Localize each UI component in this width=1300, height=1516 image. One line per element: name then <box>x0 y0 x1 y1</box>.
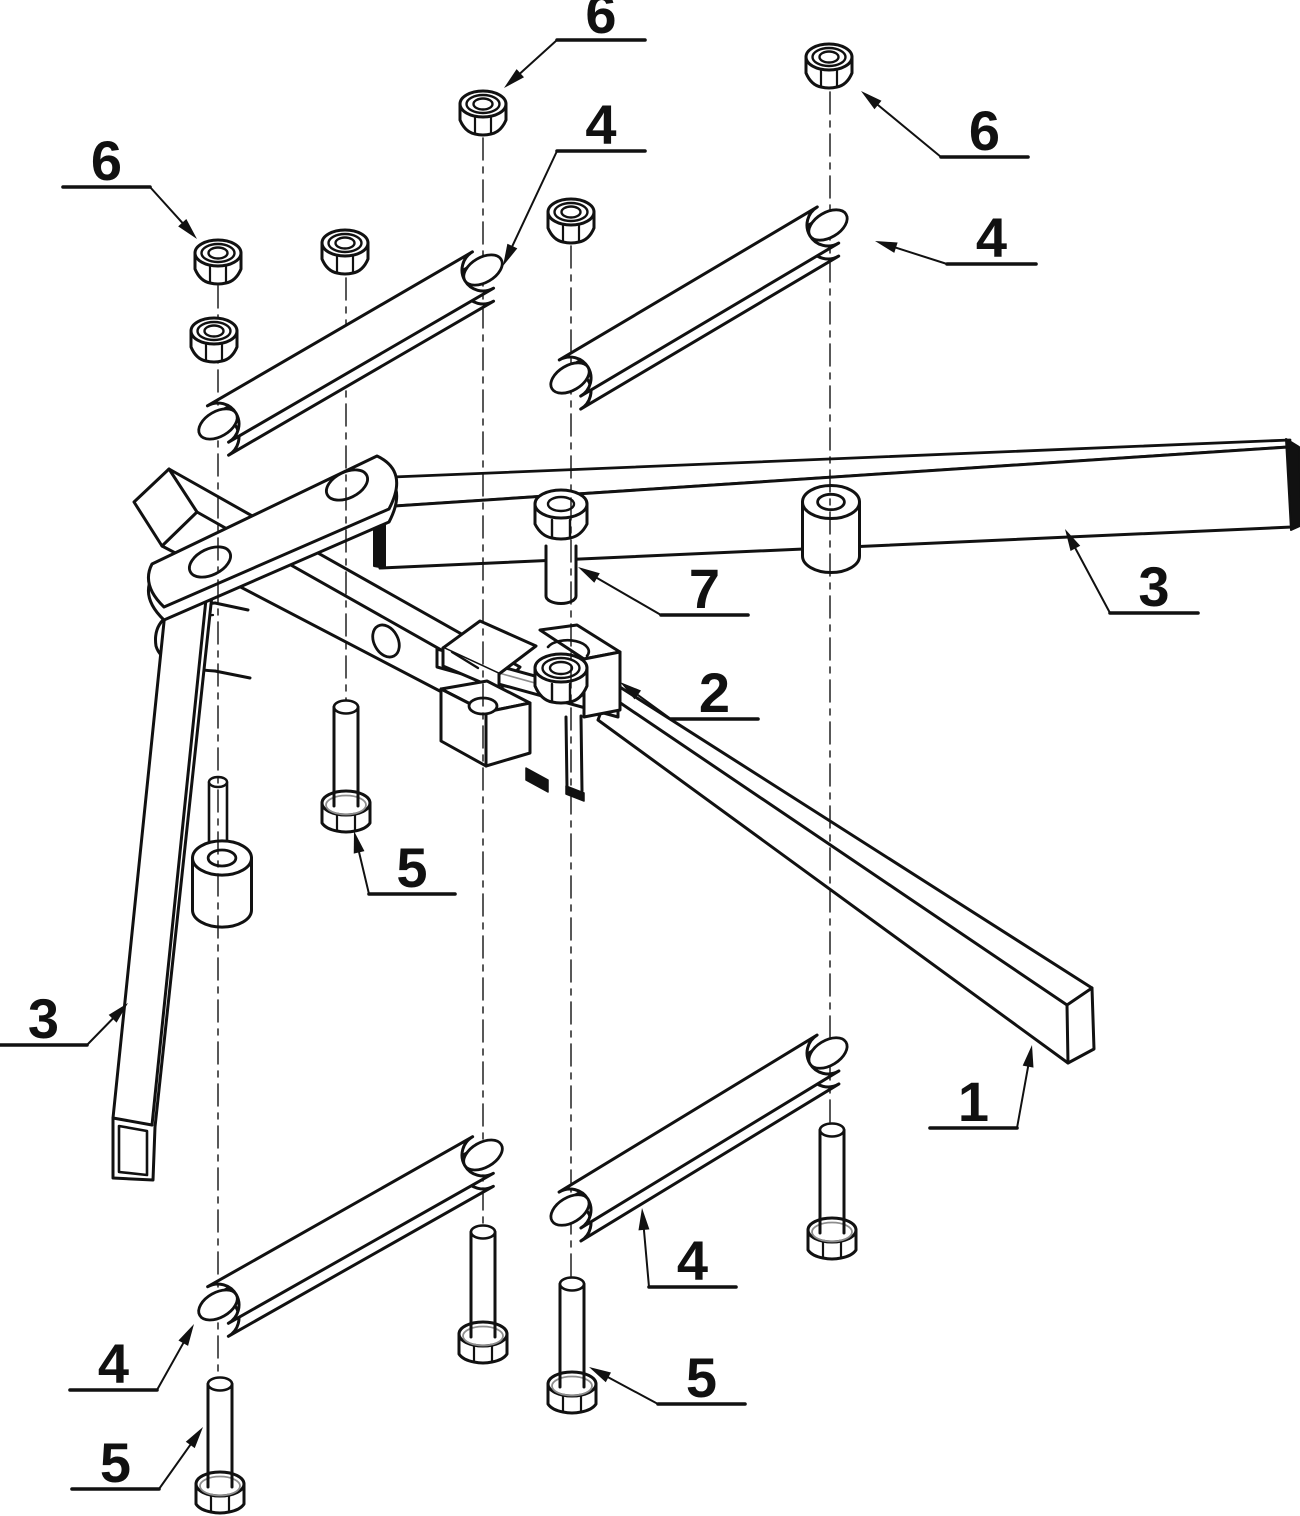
hex-bolt-5 <box>806 1122 858 1261</box>
lock-nut-6 <box>320 228 370 276</box>
callout-label-4: 4 <box>585 93 616 156</box>
callout-4: 4 <box>68 1324 194 1395</box>
callout-4: 4 <box>503 93 647 266</box>
leader-arrowhead <box>178 218 197 239</box>
leader-arrowhead <box>589 1367 611 1383</box>
callout-label-3: 3 <box>28 987 59 1050</box>
callout-6: 6 <box>504 0 647 88</box>
leader-line <box>1016 1065 1030 1129</box>
callout-5: 5 <box>70 1427 203 1494</box>
hex-bolt-5 <box>457 1224 509 1365</box>
leader-line <box>607 1376 659 1405</box>
hex-bolt-5 <box>546 1276 598 1415</box>
callout-3: 3 <box>0 987 128 1050</box>
leader-line <box>86 1017 114 1046</box>
callout-label-3: 3 <box>1138 555 1169 618</box>
lock-nut-6 <box>193 238 243 286</box>
leader-arrowhead <box>504 69 524 88</box>
leader-arrowhead <box>875 241 898 253</box>
leader-line <box>511 150 558 248</box>
callout-6: 6 <box>61 129 197 239</box>
callout-label-6: 6 <box>585 0 616 45</box>
lock-nut-6 <box>804 42 854 90</box>
assembled-structure-layer <box>111 438 1300 1182</box>
callouts-layer: 6 6 6 4 4 3 7 2 5 3 1 4 5 4 5 <box>0 0 1200 1494</box>
callout-label-6: 6 <box>969 99 1000 162</box>
hex-bolt-5 <box>194 1376 246 1515</box>
leader-line <box>1074 547 1111 614</box>
leader-line <box>519 39 558 75</box>
flat-link-4 <box>549 1033 849 1243</box>
leader-arrowhead <box>638 1208 650 1231</box>
shoulder-pin-7 <box>533 488 589 605</box>
leader-arrowhead <box>503 243 518 266</box>
leader-line <box>642 1228 650 1288</box>
lock-nut-6 <box>189 316 239 364</box>
callout-6: 6 <box>861 91 1030 162</box>
leader-arrowhead <box>178 1324 194 1346</box>
leader-arrowhead <box>1065 529 1081 551</box>
callout-label-5: 5 <box>396 836 427 899</box>
leader-line <box>149 186 184 224</box>
callout-1: 1 <box>928 1045 1034 1133</box>
callout-label-1: 1 <box>958 1070 989 1133</box>
leader-arrowhead <box>1022 1045 1034 1068</box>
callout-5: 5 <box>353 831 457 899</box>
flat-link-4 <box>197 250 504 457</box>
lock-nut-6 <box>546 197 596 245</box>
callout-label-4: 4 <box>677 1229 708 1292</box>
leader-arrowhead <box>108 1003 128 1023</box>
exploded-parts-layer <box>189 42 858 1515</box>
callout-2: 2 <box>620 661 760 724</box>
callout-5: 5 <box>589 1346 747 1409</box>
leader-arrowhead <box>861 91 882 110</box>
leader-line <box>156 1342 185 1391</box>
leader-arrowhead <box>620 682 642 700</box>
flat-link-4 <box>549 205 849 411</box>
callout-4: 4 <box>638 1208 738 1292</box>
callout-label-6: 6 <box>91 129 122 192</box>
leader-arrowhead <box>578 567 600 583</box>
spacer-left <box>191 839 253 929</box>
flat-link-4-assembled-top <box>147 454 399 622</box>
callout-label-7: 7 <box>689 557 720 620</box>
callout-label-4: 4 <box>98 1332 129 1395</box>
callout-7: 7 <box>578 557 750 620</box>
leader-arrowhead <box>353 831 365 854</box>
lock-nut-6 <box>458 89 508 137</box>
leader-line <box>636 693 672 720</box>
callout-3: 3 <box>1065 529 1200 618</box>
leader-line <box>158 1443 192 1490</box>
leader-line <box>596 577 662 616</box>
clamp-block-2 <box>435 619 622 802</box>
callout-label-5: 5 <box>686 1346 717 1409</box>
callout-label-4: 4 <box>976 206 1007 269</box>
callout-4: 4 <box>875 206 1038 269</box>
leader-line <box>876 104 942 158</box>
centerlines-layer <box>217 91 831 1379</box>
leader-line <box>894 246 948 265</box>
leader-line <box>358 851 370 895</box>
callout-label-5: 5 <box>100 1431 131 1494</box>
flat-link-4 <box>197 1135 504 1338</box>
hex-bolt-5 <box>320 699 372 834</box>
callout-label-2: 2 <box>699 661 730 724</box>
leader-arrowhead <box>185 1427 203 1449</box>
spacer-right <box>801 483 861 574</box>
